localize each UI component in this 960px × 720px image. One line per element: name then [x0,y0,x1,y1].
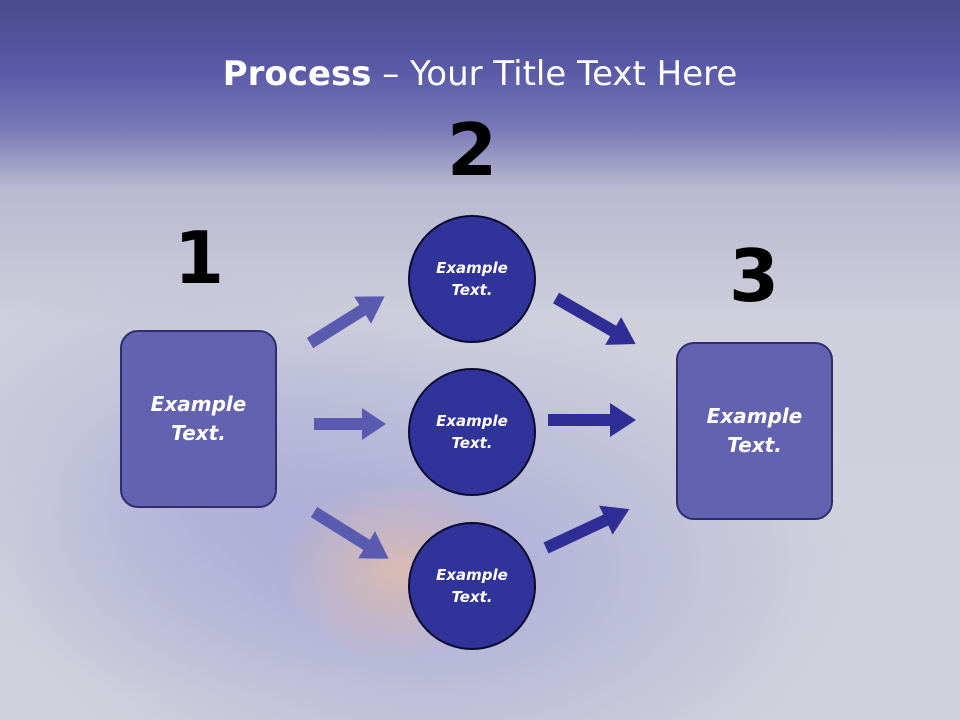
arrow-left-to-middle [314,408,386,440]
arrow-left-to-top [306,296,385,349]
left-box-line2: Text. [171,421,226,445]
arrow-left-to-bottom [310,506,389,559]
circle-middle-line2: Text. [451,434,493,452]
right-box: Example Text. [676,342,833,520]
title-rest: – Your Title Text Here [371,54,738,94]
circle-top-line2: Text. [451,281,493,299]
step-number-3: 3 [728,234,780,318]
right-box-line2: Text. [727,433,782,457]
arrow-top-to-right [553,292,636,345]
title-bold: Process [222,54,372,94]
circle-bottom: Example Text. [408,522,536,650]
slide-title: Process – Your Title Text Here [0,54,960,94]
arrow-bottom-to-right [543,505,630,554]
circle-top-line1: Example [436,258,508,277]
left-box: Example Text. [120,330,277,508]
step-number-1: 1 [173,216,225,300]
circle-top: Example Text. [408,215,536,343]
circle-middle: Example Text. [408,368,536,496]
circle-bottom-line1: Example [436,565,508,584]
circle-bottom-line2: Text. [451,588,493,606]
left-box-line1: Example [150,392,247,416]
circle-middle-line1: Example [436,411,508,430]
right-box-line1: Example [706,404,803,428]
step-number-2: 2 [446,108,498,192]
arrow-middle-to-right [548,403,636,437]
